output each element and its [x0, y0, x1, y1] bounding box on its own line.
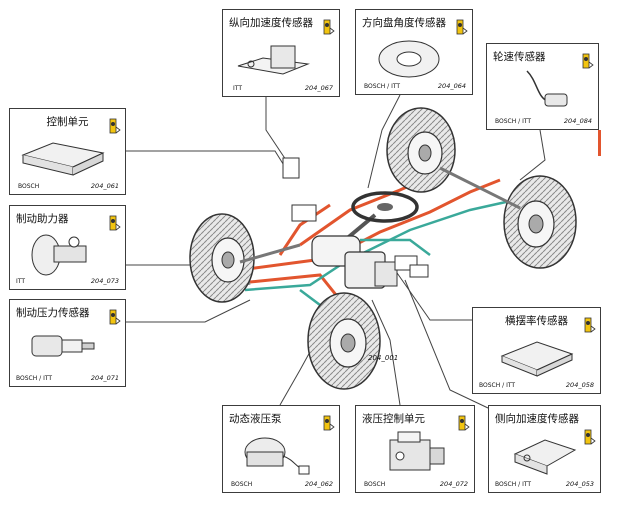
- card-lateral-accel-sensor: 侧向加速度传感器 BOSCH / ITT 204_053: [488, 405, 601, 493]
- card-code: 204_084: [563, 117, 592, 125]
- card-label: 动态液压泵: [229, 413, 282, 425]
- card-brand: BOSCH / ITT: [16, 375, 53, 382]
- card-code: 204_072: [439, 480, 468, 488]
- info-badge-icon: [109, 215, 121, 231]
- card-label: 侧向加速度传感器: [495, 413, 579, 425]
- card-brand: BOSCH: [18, 183, 40, 190]
- card-label: 制动助力器: [16, 213, 69, 225]
- steering-wheel: [343, 191, 419, 242]
- card-code: 204_064: [437, 82, 466, 90]
- card-code: 204_061: [90, 182, 119, 190]
- sensor-illustration: [237, 45, 310, 75]
- info-badge-icon: [582, 53, 594, 69]
- yaw-sensor-illustration: [500, 341, 574, 377]
- card-longitudinal-accel-sensor: 纵向加速度传感器 ITT 204_067: [222, 9, 340, 97]
- info-badge-icon: [323, 19, 335, 35]
- wheel-rear-left: [307, 292, 381, 390]
- card-brand: ITT: [16, 278, 25, 285]
- card-code: 204_053: [565, 480, 594, 488]
- info-badge-icon: [584, 317, 596, 333]
- hydraulic-unit-illustration: [389, 431, 445, 471]
- sensor-illustration: [378, 40, 440, 78]
- card-steering-angle-sensor: 方向盘角度传感器 BOSCH / ITT 204_064: [355, 9, 473, 95]
- card-label: 纵向加速度传感器: [229, 17, 313, 29]
- card-brand: BOSCH / ITT: [495, 481, 532, 488]
- info-badge-icon: [458, 415, 470, 431]
- card-label: 液压控制单元: [362, 413, 425, 425]
- card-label: 制动压力传感器: [16, 307, 90, 319]
- card-label: 横摆率传感器: [505, 315, 568, 327]
- sensor-illustration: [526, 70, 568, 107]
- card-hydraulic-control-unit: 液压控制单元 BOSCH 204_072: [355, 405, 475, 493]
- diagram-code: 204_001: [368, 354, 399, 362]
- info-badge-icon: [584, 429, 596, 445]
- card-brand: ITT: [233, 85, 242, 92]
- info-badge-icon: [456, 19, 468, 35]
- axles: [239, 166, 521, 264]
- info-badge-icon: [109, 309, 121, 325]
- info-badge-icon: [323, 415, 335, 431]
- pressure-sensor-illustration: [31, 335, 95, 357]
- card-brand: BOSCH: [231, 481, 253, 488]
- edge-mark: [598, 130, 601, 156]
- info-badge-icon: [109, 118, 121, 134]
- wheel-front-right: [386, 107, 456, 193]
- card-code: 204_058: [565, 381, 594, 389]
- card-code: 204_062: [304, 480, 333, 488]
- card-control-unit: 控制单元 BOSCH 204_061: [9, 108, 126, 195]
- card-yaw-rate-sensor: 横摆率传感器 BOSCH / ITT 204_058: [472, 307, 601, 394]
- card-code: 204_067: [304, 84, 333, 92]
- card-brake-booster: 制动助力器 ITT 204_073: [9, 205, 126, 290]
- card-label: 控制单元: [46, 116, 89, 128]
- wheel-front-left: [189, 213, 255, 303]
- card-brand: BOSCH / ITT: [495, 118, 532, 125]
- wheel-rear-right: [503, 175, 577, 269]
- card-brand: BOSCH: [364, 481, 386, 488]
- card-dynamic-hydraulic-pump: 动态液压泵 BOSCH 204_062: [222, 405, 340, 493]
- booster-illustration: [31, 234, 87, 276]
- card-code: 204_071: [90, 374, 119, 382]
- hydraulic-cluster: [237, 157, 429, 289]
- card-label: 轮速传感器: [493, 51, 546, 63]
- card-brand: BOSCH / ITT: [479, 382, 516, 389]
- card-brand: BOSCH / ITT: [364, 83, 401, 90]
- pump-illustration: [244, 437, 310, 475]
- control-unit-illustration: [21, 142, 105, 176]
- card-brake-pressure-sensor: 制动压力传感器 BOSCH / ITT 204_071: [9, 299, 126, 387]
- card-code: 204_073: [90, 277, 119, 285]
- lateral-sensor-illustration: [513, 439, 577, 475]
- card-wheel-speed-sensor: 轮速传感器 BOSCH / ITT 204_084: [486, 43, 599, 130]
- card-label: 方向盘角度传感器: [362, 17, 446, 29]
